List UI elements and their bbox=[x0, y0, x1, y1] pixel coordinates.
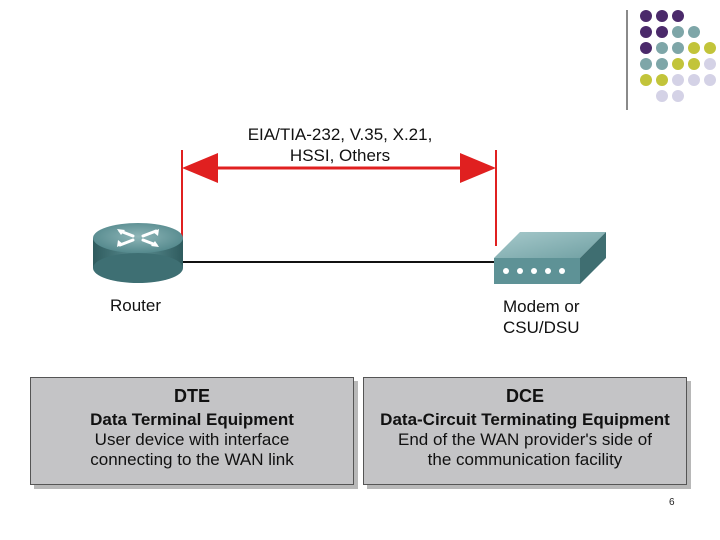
dte-title: DTE bbox=[174, 386, 210, 406]
router-icon bbox=[93, 223, 183, 283]
modem-label-line2: CSU/DSU bbox=[503, 318, 580, 337]
dce-info-box: DCE Data-Circuit Terminating Equipment E… bbox=[363, 377, 687, 485]
dte-desc-line1: User device with interface bbox=[94, 430, 290, 449]
interface-standards-line2: HSSI, Others bbox=[289, 146, 391, 165]
modem-label: Modem or CSU/DSU bbox=[503, 296, 580, 338]
page-number: 6 bbox=[669, 497, 675, 508]
modem-icon bbox=[494, 232, 606, 284]
dte-desc-line2: connecting to the WAN link bbox=[90, 450, 294, 469]
dte-subtitle: Data Terminal Equipment bbox=[90, 410, 294, 429]
router-label: Router bbox=[110, 296, 162, 315]
dte-info-box: DTE Data Terminal Equipment User device … bbox=[30, 377, 354, 485]
interface-standards-label: EIA/TIA-232, V.35, X.21, HSSI, Others bbox=[200, 124, 480, 166]
modem-label-line1: Modem or bbox=[503, 297, 580, 316]
decorative-dot-grid bbox=[640, 10, 716, 102]
dce-desc-line2: the communication facility bbox=[427, 450, 623, 469]
dce-subtitle: Data-Circuit Terminating Equipment bbox=[380, 410, 670, 429]
dce-desc-line1: End of the WAN provider's side of bbox=[398, 430, 652, 449]
interface-standards-line1: EIA/TIA-232, V.35, X.21, bbox=[247, 125, 433, 144]
dce-title: DCE bbox=[505, 386, 544, 406]
decorative-divider bbox=[626, 10, 628, 110]
